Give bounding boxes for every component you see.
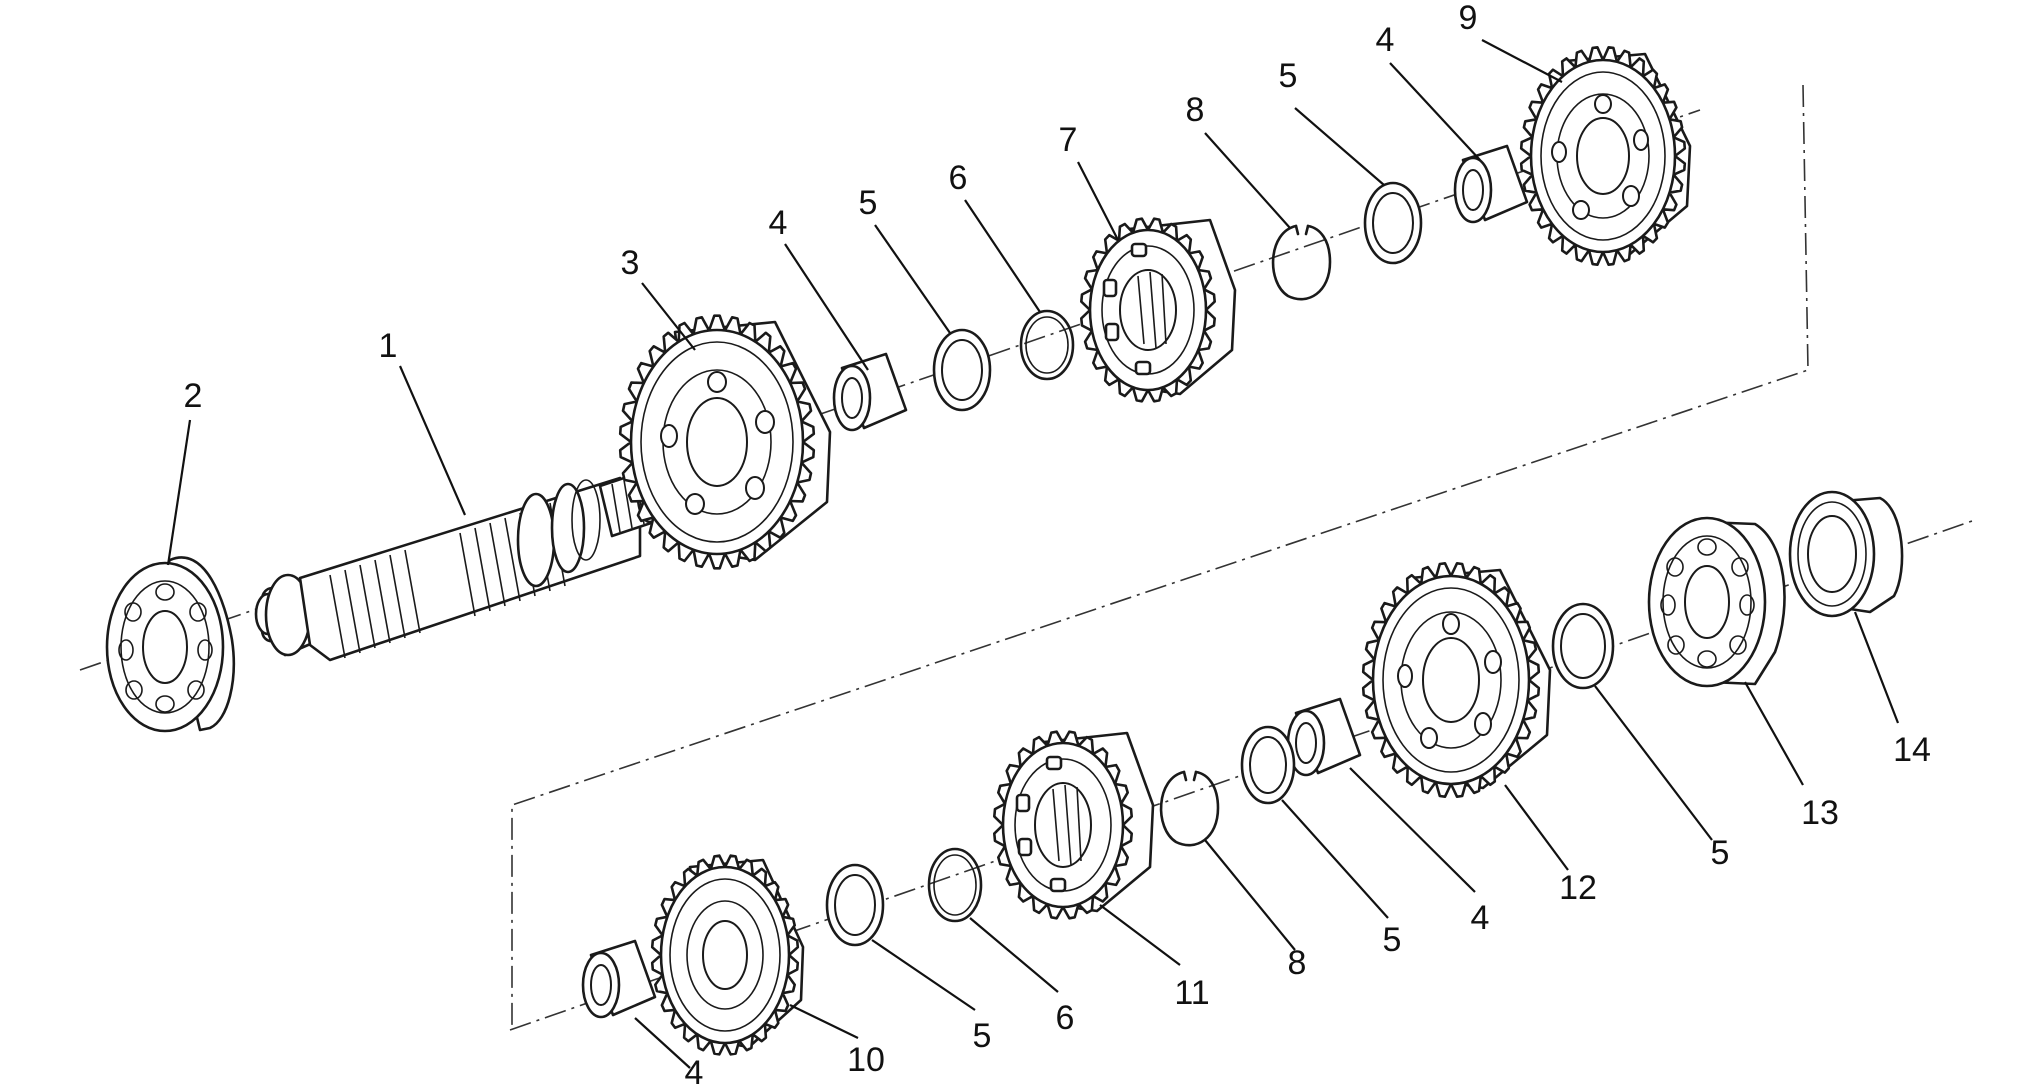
callout-labels: 2 1 3 4 5 6 7 8 5 4 9 14 13 5 12 4 5 8 1…	[184, 0, 1931, 1088]
part-6-ring-a	[1019, 309, 1075, 381]
part-2-ball-bearing	[105, 556, 236, 733]
part-6-ring-b	[927, 847, 983, 923]
callout-5-c: 5	[1711, 834, 1730, 872]
callout-1: 1	[379, 327, 398, 365]
callout-4-a: 4	[769, 204, 788, 242]
callout-5-e: 5	[973, 1017, 992, 1055]
callout-4-d: 4	[685, 1054, 704, 1088]
callout-8-b: 8	[1288, 944, 1307, 982]
callout-6-a: 6	[949, 159, 968, 197]
callout-14: 14	[1893, 731, 1931, 769]
callout-10: 10	[847, 1041, 885, 1079]
part-5-thrust-washer-a	[932, 328, 992, 412]
part-8-circlip-a	[1271, 224, 1332, 301]
part-5-thrust-washer-c	[1240, 725, 1296, 805]
part-4-needle-bearing-c	[1286, 697, 1362, 777]
part-12-gear	[1361, 562, 1552, 798]
callout-4-b: 4	[1376, 21, 1395, 59]
callout-11: 11	[1174, 974, 1209, 1012]
connection-line	[511, 84, 1809, 1030]
callout-12: 12	[1559, 869, 1597, 907]
callout-5-b: 5	[1279, 57, 1298, 95]
part-13-ball-bearing	[1647, 516, 1786, 688]
callout-4-c: 4	[1471, 899, 1490, 937]
part-5-thrust-washer-b	[1363, 181, 1423, 265]
part-10-gear	[650, 854, 805, 1056]
callout-6-b: 6	[1056, 999, 1075, 1037]
part-5-thrust-washer-d	[1551, 602, 1615, 690]
part-4-needle-bearing-b	[1453, 144, 1529, 224]
part-7-shift-gear	[1080, 217, 1237, 403]
callout-5-a: 5	[859, 184, 878, 222]
callout-8-a: 8	[1186, 91, 1205, 129]
callout-9: 9	[1459, 0, 1478, 37]
part-4-needle-bearing-d	[581, 939, 657, 1019]
callout-5-d: 5	[1383, 921, 1402, 959]
callout-13: 13	[1801, 794, 1839, 832]
part-9-gear	[1519, 46, 1692, 266]
part-5-thrust-washer-e	[825, 863, 885, 947]
part-3-gear	[618, 314, 832, 570]
part-8-circlip-b	[1159, 770, 1220, 847]
callout-7: 7	[1059, 121, 1078, 159]
leader-lines	[166, 39, 1900, 1069]
part-4-needle-bearing-a	[832, 352, 908, 432]
part-11-shift-gear	[993, 730, 1155, 920]
callout-3: 3	[621, 244, 640, 282]
callout-2: 2	[184, 377, 203, 415]
part-14-oil-seal	[1788, 490, 1904, 618]
